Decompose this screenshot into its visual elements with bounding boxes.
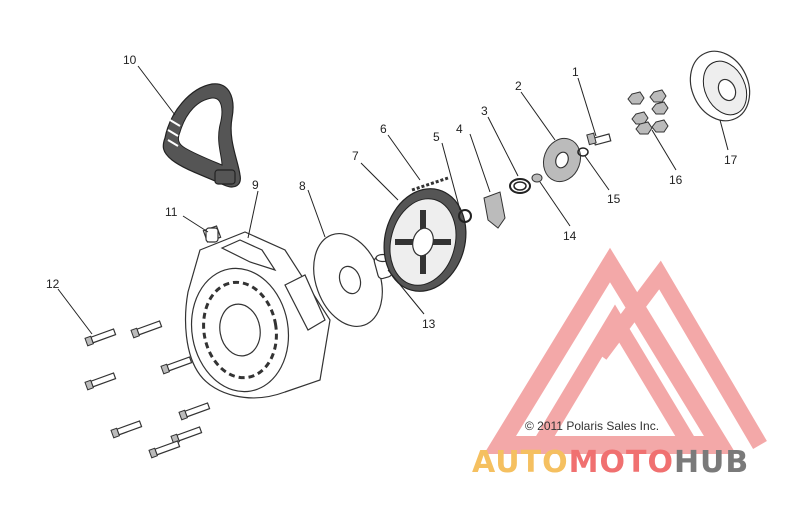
- callout-15: 15: [607, 192, 621, 206]
- starter-cup: [689, 50, 751, 122]
- callout-17: 17: [724, 153, 738, 167]
- callout-labels: 1 2 3 4 5 6 7 8 9 10 11 12 13 14 15 16 1…: [46, 53, 738, 331]
- callout-4: 4: [456, 122, 463, 136]
- washer: [531, 173, 543, 183]
- callout-3: 3: [481, 104, 488, 118]
- starter-handle: [162, 83, 241, 188]
- spring-clip: [458, 209, 472, 223]
- callout-11: 11: [165, 205, 178, 219]
- cam-plate: [542, 137, 582, 183]
- rope: [411, 176, 449, 192]
- return-spring: [509, 178, 531, 194]
- callout-8: 8: [299, 179, 306, 193]
- brand-moto: MOTO: [569, 445, 674, 480]
- callout-2: 2: [515, 79, 522, 93]
- callout-10: 10: [123, 53, 137, 67]
- callout-14: 14: [563, 229, 577, 243]
- lock-washer: [577, 147, 589, 157]
- ratchet-pawl: [483, 191, 506, 229]
- brand-auto: AUTO: [472, 445, 569, 480]
- mounting-nuts: [627, 89, 669, 135]
- starter-housing: [184, 225, 331, 399]
- brand-wordmark: AUTOMOTOHUB: [472, 445, 749, 480]
- housing-plug: [205, 227, 219, 243]
- watermark-logo: [483, 247, 767, 454]
- rope-pulley: [383, 188, 467, 292]
- brand-hub: HUB: [674, 445, 749, 480]
- center-bolt: [586, 132, 612, 146]
- callout-5: 5: [433, 130, 440, 144]
- callout-12: 12: [46, 277, 60, 291]
- callout-9: 9: [252, 178, 259, 192]
- copyright-notice: © 2011 Polaris Sales Inc.: [525, 419, 659, 433]
- callout-1: 1: [572, 65, 579, 79]
- callout-16: 16: [669, 173, 683, 187]
- callout-7: 7: [352, 149, 359, 163]
- leader-lines: [57, 65, 729, 335]
- callout-6: 6: [380, 122, 387, 136]
- callout-13: 13: [422, 317, 436, 331]
- housing-bolts: [84, 320, 211, 459]
